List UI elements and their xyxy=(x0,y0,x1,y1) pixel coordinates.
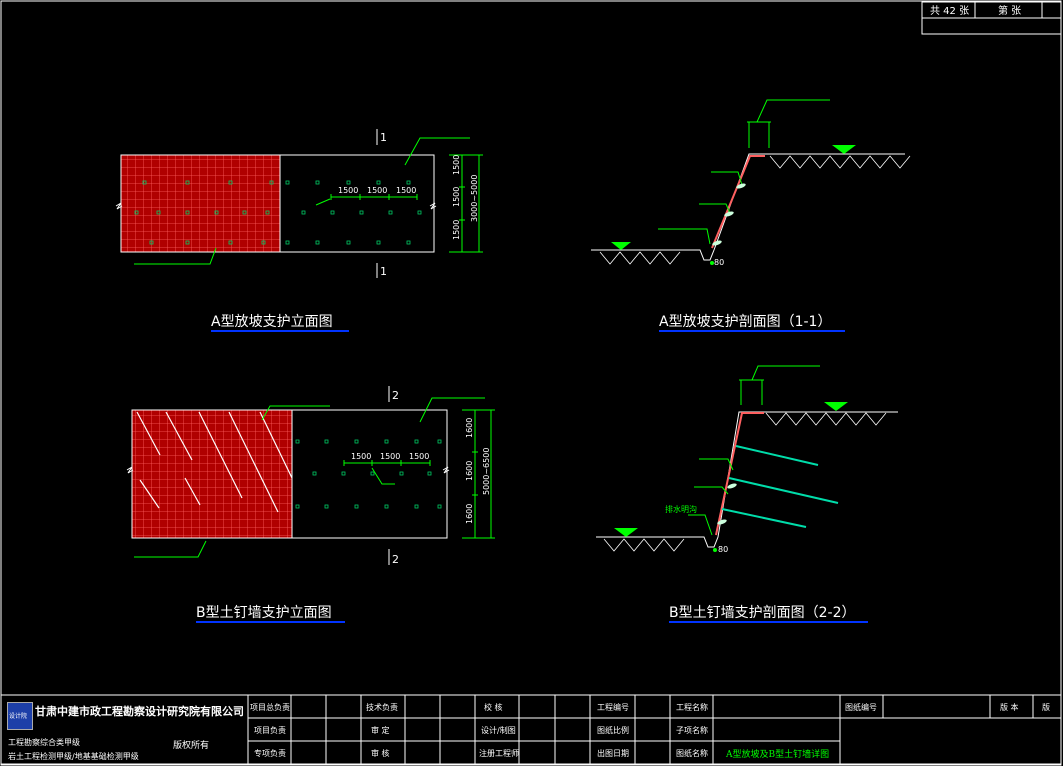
b-section-mark-bottom: 2 xyxy=(392,553,399,566)
sheet-number-label: 第 张 xyxy=(998,4,1021,17)
company-logo-text: 设计院 xyxy=(9,713,28,720)
b-section-mark-top: 2 xyxy=(392,389,399,402)
label-tech-lead: 技术负责 xyxy=(366,703,398,712)
label-drawing-name: 图纸名称 xyxy=(676,749,708,758)
label-version: 版 本 xyxy=(1000,703,1019,712)
copyright-label: 版权所有 xyxy=(173,741,210,751)
b-section-drain-label: 排水明沟 xyxy=(665,504,697,514)
b-wall-outline xyxy=(291,409,448,539)
a-section-mark-80: 80 xyxy=(714,258,724,267)
label-check: 校 核 xyxy=(484,703,503,712)
qualification-line-2: 岩土工程检测甲级/地基基础检测甲级 xyxy=(8,752,139,761)
a-elev-dim-v2: 1500 xyxy=(452,187,461,207)
label-project-lead: 项目总负责 xyxy=(250,703,290,712)
company-name: 甘肃中建市政工程勘察设计研究院有限公司 xyxy=(35,705,244,718)
a-elev-dim-h2: 1500 xyxy=(367,186,387,195)
b-elevation-title: B型土钉墙支护立面图 xyxy=(196,605,332,621)
a-section-mark-bottom: 1 xyxy=(380,265,387,278)
title-block-grid xyxy=(0,694,1062,765)
label-review: 审 核 xyxy=(371,749,390,758)
b-elev-dim-h2: 1500 xyxy=(380,452,400,461)
drawing-name-value: A型放坡及B型土钉墙详图 xyxy=(726,750,830,760)
company-logo: 设计院 xyxy=(7,702,33,730)
label-project-name: 工程名称 xyxy=(676,703,708,712)
sheet-counter: 共 42 张 第 张 xyxy=(921,1,1062,35)
label-project-manager: 项目负责 xyxy=(254,726,286,735)
a-elev-overall-dim: 3000~5000 xyxy=(470,175,479,222)
a-section-title: A型放坡支护剖面图（1-1） xyxy=(659,314,831,330)
b-elev-overall-dim: 5000~6500 xyxy=(482,448,491,495)
a-elev-dim-v3: 1500 xyxy=(452,220,461,240)
qualification-line-1: 工程勘察综合类甲级 xyxy=(8,738,80,747)
b-elev-dim-h1: 1500 xyxy=(351,452,371,461)
label-special-lead: 专项负责 xyxy=(254,749,286,758)
a-section-mark-top: 1 xyxy=(380,131,387,144)
sheet-total-label: 共 42 张 xyxy=(930,5,969,17)
label-registered-engineer: 注册工程师 xyxy=(479,749,519,758)
label-issue-date: 出图日期 xyxy=(597,749,629,758)
a-elev-dim-h1: 1500 xyxy=(338,186,358,195)
b-section-mark-80: 80 xyxy=(718,545,728,554)
a-grid-area xyxy=(120,154,281,253)
a-elevation-view: 1500 1500 1500 1500 1500 1500 3000~5000 … xyxy=(115,129,483,332)
a-elevation-title: A型放坡支护立面图 xyxy=(211,314,333,330)
a-elev-dim-v1: 1500 xyxy=(452,155,461,175)
label-subitem-name: 子项名称 xyxy=(676,726,708,735)
a-section-view: 80 A型放坡支护剖面图（1-1） xyxy=(591,99,911,332)
b-section-title: B型土钉墙支护剖面图（2-2） xyxy=(669,605,855,621)
label-approve: 审 定 xyxy=(371,726,390,735)
b-elev-dim-v1: 1600 xyxy=(465,418,474,438)
label-scale: 图纸比例 xyxy=(597,726,629,735)
label-project-no: 工程编号 xyxy=(597,703,629,712)
label-drawing-no: 图纸编号 xyxy=(845,703,877,712)
a-wall-outline xyxy=(279,154,435,253)
b-elev-dim-h3: 1500 xyxy=(409,452,429,461)
a-elev-dim-h3: 1500 xyxy=(396,186,416,195)
b-elevation-view: 1500 1500 1500 1600 1600 1600 5000~6500 … xyxy=(126,386,495,623)
version-value: 版 xyxy=(1042,703,1050,712)
b-grid-area xyxy=(131,409,293,539)
b-section-view: 排水明沟 80 B型土钉墙支护剖面图（2-2） xyxy=(596,365,898,623)
b-elev-dim-v2: 1600 xyxy=(465,461,474,481)
b-elev-dim-v3: 1600 xyxy=(465,504,474,524)
label-design-draw: 设计/制图 xyxy=(481,726,516,735)
